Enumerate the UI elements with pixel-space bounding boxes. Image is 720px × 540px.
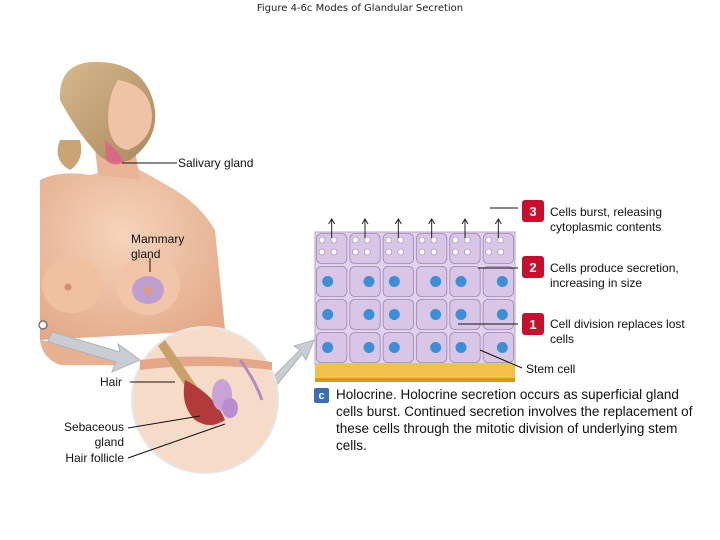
secretion-arrow: [494, 218, 502, 238]
step-3-badge: 3: [522, 200, 544, 222]
secretory-vesicle: [497, 236, 504, 244]
secretory-vesicle: [464, 236, 471, 244]
secretory-vesicle: [385, 248, 392, 256]
secretory-vesicle: [464, 248, 471, 256]
secretory-vesicle: [385, 236, 392, 244]
cell-nucleus: [430, 309, 442, 320]
secretory-vesicle: [485, 248, 492, 256]
secretory-vesicle: [364, 248, 371, 256]
cell-nucleus: [363, 342, 375, 353]
secretory-vesicle: [397, 248, 404, 256]
secretory-vesicle: [418, 248, 426, 256]
cell-nucleus: [455, 276, 467, 287]
secretory-vesicle: [330, 236, 338, 244]
caption-text: Holocrine. Holocrine secretion occurs as…: [336, 387, 693, 453]
step-1-badge: 1: [522, 313, 544, 335]
woman-figure: [40, 61, 225, 365]
secretory-vesicle: [352, 248, 359, 256]
cell-nucleus: [363, 309, 375, 320]
cell-nucleus: [496, 342, 508, 353]
cell-nucleus: [455, 309, 467, 320]
cell-nucleus: [388, 342, 400, 353]
secretion-arrow: [394, 218, 402, 238]
mammary-gland-label: Mammary gland: [131, 232, 185, 261]
arrow-to-epithelium: [269, 339, 315, 387]
secretion-arrow: [461, 218, 469, 238]
secretory-vesicle: [418, 236, 426, 244]
sebaceous-gland-label: Sebaceous gland: [63, 420, 124, 449]
cell-nucleus: [322, 309, 334, 320]
secretory-vesicle: [330, 248, 338, 256]
cell-nucleus: [322, 342, 334, 353]
salivary-gland-label: Salivary gland: [178, 156, 254, 170]
secretory-vesicle: [318, 248, 326, 256]
cell-nucleus: [363, 276, 375, 287]
secretory-vesicle: [497, 248, 504, 256]
cell-nucleus: [388, 309, 400, 320]
secretory-vesicle: [352, 236, 359, 244]
secretory-vesicle: [397, 236, 404, 244]
holocrine-epithelium: [314, 231, 516, 382]
hair-label: Hair: [100, 375, 123, 389]
cell-nucleus: [388, 276, 400, 287]
leader-lines: [122, 162, 523, 459]
secretion-arrow: [361, 218, 369, 238]
arrow-to-hair-follicle: [47, 331, 142, 373]
caption-letter-badge: c: [314, 388, 329, 403]
secretion-arrow: [328, 218, 336, 238]
location-marker-icon: [38, 320, 48, 330]
step-2-badge: 2: [522, 256, 544, 278]
step-3-text: Cells burst, releasing cytoplasmic conte…: [550, 205, 663, 234]
cell-nucleus: [322, 276, 334, 287]
figure-title: Figure 4-6c Modes of Glandular Secretion: [256, 3, 464, 14]
secretory-vesicle: [318, 236, 326, 244]
secretory-vesicle: [430, 248, 438, 256]
cell-nucleus: [496, 309, 508, 320]
cell-nucleus: [430, 276, 442, 287]
secretory-vesicle: [364, 236, 371, 244]
cell-nucleus: [430, 342, 442, 353]
secretion-arrow: [428, 218, 436, 238]
cell-nucleus: [455, 342, 467, 353]
hair-follicle-label: Hair follicle: [65, 451, 124, 465]
secretory-vesicle: [452, 236, 459, 244]
hair-follicle-inset: [131, 326, 279, 474]
stem-cell-label: Stem cell: [526, 362, 576, 376]
secretory-vesicle: [430, 236, 438, 244]
secretory-vesicle: [485, 236, 492, 244]
cell-nucleus: [496, 276, 508, 287]
secretory-vesicle: [452, 248, 459, 256]
step-1-text: Cell division replaces lost cells: [550, 317, 685, 346]
step-2-text: Cells produce secretion, increasing in s…: [550, 261, 679, 290]
